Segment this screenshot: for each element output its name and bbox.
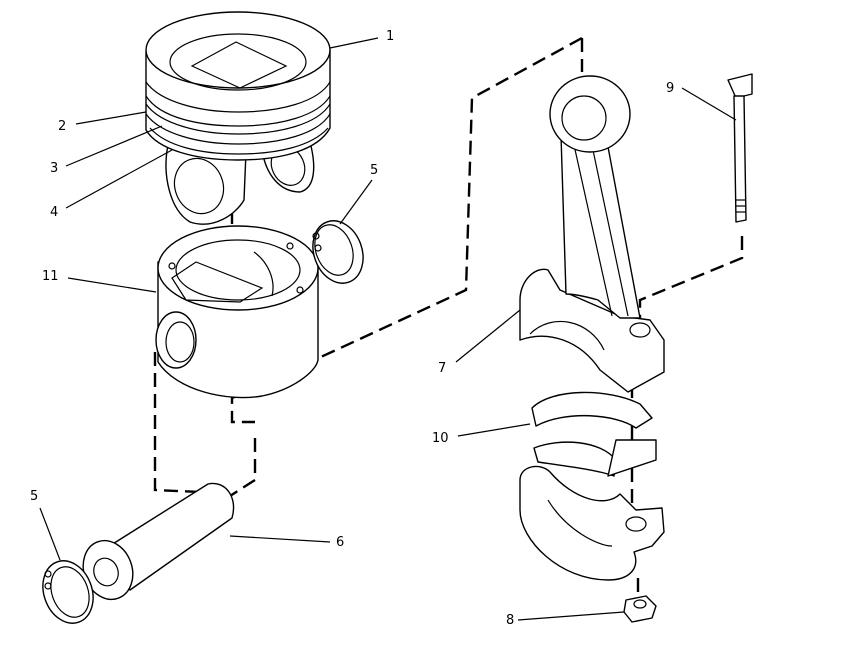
callout-5-lower: 5	[30, 489, 38, 504]
rod-cap	[519, 465, 665, 581]
callout-labels: 1 2 3 4 5 5 6 7 8 9 10 11	[30, 29, 674, 628]
piston-pin	[82, 482, 235, 601]
piston-skirt	[155, 225, 319, 399]
callout-5-upper: 5	[370, 163, 378, 178]
retaining-ring-upper	[312, 220, 364, 284]
callout-2: 2	[58, 119, 66, 134]
bearing-shells	[531, 391, 657, 477]
retaining-ring-lower	[42, 560, 94, 624]
callout-1: 1	[386, 29, 394, 44]
leader-lines	[39, 37, 737, 621]
callout-7: 7	[438, 361, 446, 376]
callout-9: 9	[666, 81, 674, 96]
callout-4: 4	[50, 205, 58, 220]
piston	[145, 11, 331, 225]
callout-8: 8	[506, 613, 514, 628]
bolt	[727, 73, 753, 223]
connecting-rod	[519, 75, 665, 393]
callout-3: 3	[50, 161, 58, 176]
nut	[623, 595, 657, 623]
callout-10: 10	[432, 431, 449, 446]
callout-6: 6	[336, 535, 344, 550]
callout-11: 11	[42, 269, 59, 284]
